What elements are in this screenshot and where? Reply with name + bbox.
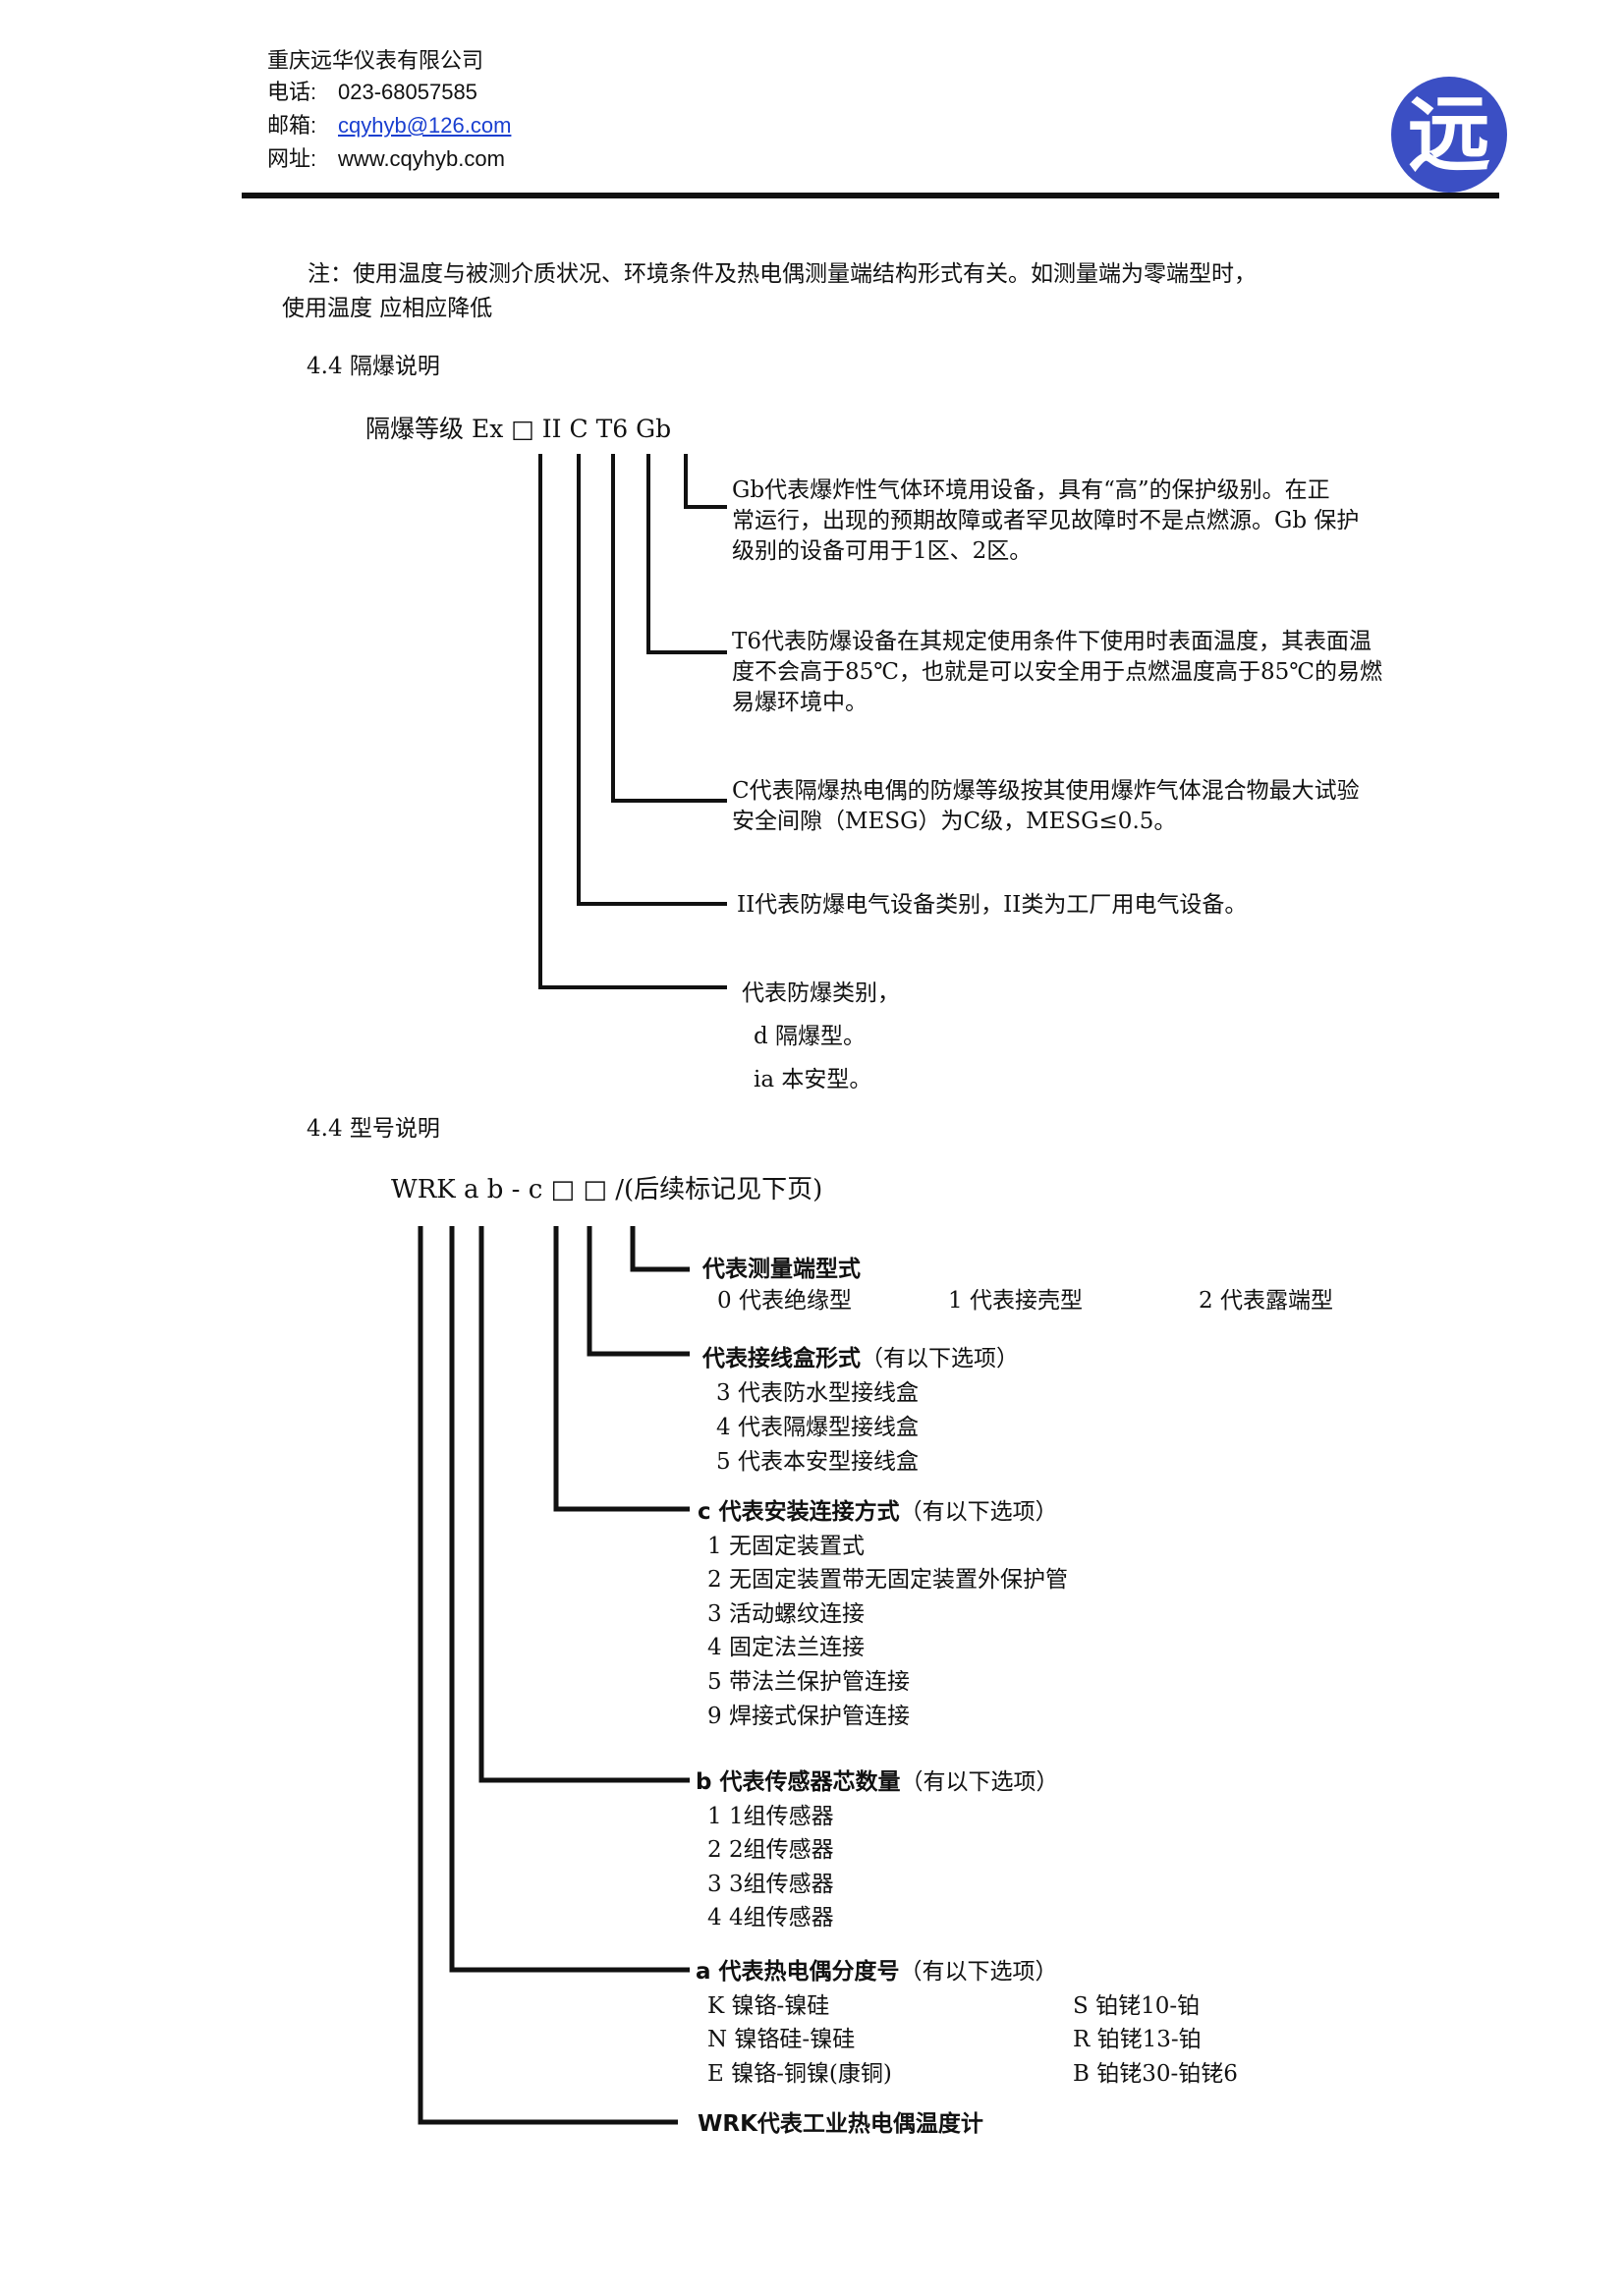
junction-title-line: 代表接线盒形式（有以下选项） (702, 1342, 1019, 1376)
graduation-block: a 代表热电偶分度号（有以下选项） K 镍铬-镍硅 N 镍铬硅-镍硅 E 镍铬-… (696, 1955, 1383, 2092)
company-name: 重庆远华仪表有限公司 (267, 48, 484, 73)
c-line-1: C代表隔爆热电偶的防爆等级按其使用爆炸气体混合物最大试验 (732, 778, 1360, 804)
measure-block: 代表测量端型式 0 代表绝缘型 1 代表接壳型 2 代表露端型 (702, 1254, 1405, 1316)
logo-glyph: 远 (1407, 85, 1490, 183)
web-address: www.cqyhyb.com (338, 146, 505, 171)
measure-option-0: 0 代表绝缘型 (717, 1288, 852, 1314)
email-line: 邮箱: cqyhyb@126.com (267, 112, 511, 140)
t6-line-2: 度不会高于85℃，也就是可以安全用于点燃温度高于85℃的易燃 (732, 659, 1382, 685)
sensors-paren: （有以下选项） (900, 1769, 1059, 1795)
header-divider (242, 193, 1499, 198)
measure-title: 代表测量端型式 (702, 1257, 861, 1282)
phone-number: 023-68057585 (338, 80, 477, 104)
install-option-4: 5 带法兰保护管连接 (707, 1668, 910, 1695)
phone-label: 电话: (267, 80, 317, 104)
t6-line-1: T6代表防爆设备在其规定使用条件下使用时表面温度，其表面温 (732, 629, 1372, 654)
graduation-paren: （有以下选项） (899, 1959, 1058, 1985)
measure-options: 0 代表绝缘型 1 代表接壳型 2 代表露端型 (702, 1285, 1405, 1316)
graduation-left-1: N 镍铬硅-镍硅 (707, 2027, 856, 2052)
t6-description: T6代表防爆设备在其规定使用条件下使用时表面温度，其表面温 度不会高于85℃，也… (732, 627, 1382, 718)
measure-option-1: 1 代表接壳型 (948, 1288, 1083, 1314)
gb-line-3: 级别的设备可用于1区、2区。 (732, 538, 1033, 564)
graduation-right-2: B 铂铑30-铂铑6 (1073, 2060, 1238, 2087)
web-label: 网址: (267, 146, 317, 171)
note-line-2: 使用温度 应相应降低 (282, 296, 493, 321)
phone-line: 电话: 023-68057585 (267, 79, 477, 106)
graduation-options: K 镍铬-镍硅 N 镍铬硅-镍硅 E 镍铬-铜镍(康铜) S 铂铑10-铂 R … (696, 1989, 1383, 2092)
junction-block: 代表接线盒形式（有以下选项） 3 代表防水型接线盒 4 代表隔爆型接线盒 5 代… (702, 1342, 1019, 1480)
type-description: 代表防爆类别， d 隔爆型。 ia 本安型。 (742, 972, 900, 1101)
sensors-option-1: 2 2组传感器 (707, 1837, 834, 1863)
install-option-2: 3 活动螺纹连接 (707, 1600, 865, 1627)
company-logo: 远 (1391, 77, 1507, 193)
junction-paren: （有以下选项） (861, 1346, 1019, 1371)
install-paren: （有以下选项） (899, 1499, 1058, 1525)
gb-line-2: 常运行，出现的预期故障或者罕见故障时不是点燃源。Gb 保护 (732, 508, 1360, 533)
ii-description: II代表防爆电气设备类别，II类为工厂用电气设备。 (737, 892, 1248, 918)
junction-title: 代表接线盒形式 (702, 1346, 861, 1371)
measure-option-2: 2 代表露端型 (1199, 1288, 1333, 1314)
sensors-title: b 代表传感器芯数量 (696, 1769, 901, 1795)
email-link[interactable]: cqyhyb@126.com (338, 113, 512, 138)
junction-option-0: 3 代表防水型接线盒 (716, 1380, 919, 1406)
c-description: C代表隔爆热电偶的防爆等级按其使用爆炸气体混合物最大试验 安全间隙（MESG）为… (732, 776, 1360, 837)
sensors-title-line: b 代表传感器芯数量（有以下选项） (696, 1765, 1058, 1800)
install-block: c 代表安装连接方式（有以下选项） 1 无固定装置式 2 无固定装置带无固定装置… (698, 1495, 1068, 1733)
sensors-option-2: 3 3组传感器 (707, 1871, 834, 1897)
note-line-1: 注：使用温度与被测介质状况、环境条件及热电偶测量端结构形式有关。如测量端为零端型… (308, 261, 1257, 287)
email-label: 邮箱: (267, 113, 317, 138)
explosion-heading: 4.4 隔爆说明 (307, 354, 440, 379)
type-line-1: 代表防爆类别， (742, 980, 900, 1006)
graduation-left-2: E 镍铬-铜镍(康铜) (707, 2060, 892, 2087)
install-option-1: 2 无固定装置带无固定装置外保护管 (707, 1567, 1068, 1594)
graduation-title-line: a 代表热电偶分度号（有以下选项） (696, 1955, 1383, 1989)
model-heading: 4.4 型号说明 (307, 1116, 440, 1142)
sensors-option-3: 4 4组传感器 (707, 1905, 834, 1931)
graduation-right-0: S 铂铑10-铂 (1073, 1992, 1201, 2019)
type-line-3: ia 本安型。 (754, 1067, 872, 1092)
install-option-0: 1 无固定装置式 (707, 1533, 865, 1559)
install-title-line: c 代表安装连接方式（有以下选项） (698, 1495, 1068, 1530)
wrk-description: WRK代表工业热电偶温度计 (698, 2111, 983, 2137)
model-formula: WRK a b - c □ □ /(后续标记见下页) (391, 1175, 823, 1204)
explosion-formula: 隔爆等级 Ex □ II C T6 Gb (365, 415, 672, 443)
graduation-left-0: K 镍铬-镍硅 (707, 1992, 830, 2019)
gb-line-1: Gb代表爆炸性气体环境用设备，具有“高”的保护级别。在正 (732, 477, 1330, 503)
junction-option-2: 5 代表本安型接线盒 (716, 1449, 919, 1475)
install-option-5: 9 焊接式保护管连接 (707, 1703, 910, 1729)
type-line-2: d 隔爆型。 (754, 1024, 867, 1049)
graduation-right-1: R 铂铑13-铂 (1073, 2027, 1202, 2052)
junction-option-1: 4 代表隔爆型接线盒 (716, 1415, 919, 1440)
t6-line-3: 易爆环境中。 (732, 690, 868, 715)
sensors-block: b 代表传感器芯数量（有以下选项） 1 1组传感器 2 2组传感器 3 3组传感… (696, 1765, 1058, 1935)
install-option-3: 4 固定法兰连接 (707, 1635, 865, 1661)
sensors-option-0: 1 1组传感器 (707, 1803, 834, 1829)
install-title: c 代表安装连接方式 (698, 1499, 900, 1525)
gb-description: Gb代表爆炸性气体环境用设备，具有“高”的保护级别。在正 常运行，出现的预期故障… (732, 476, 1359, 567)
web-line: 网址: www.cqyhyb.com (267, 145, 505, 173)
c-line-2: 安全间隙（MESG）为C级，MESG≤0.5。 (732, 809, 1177, 834)
graduation-title: a 代表热电偶分度号 (696, 1959, 900, 1985)
